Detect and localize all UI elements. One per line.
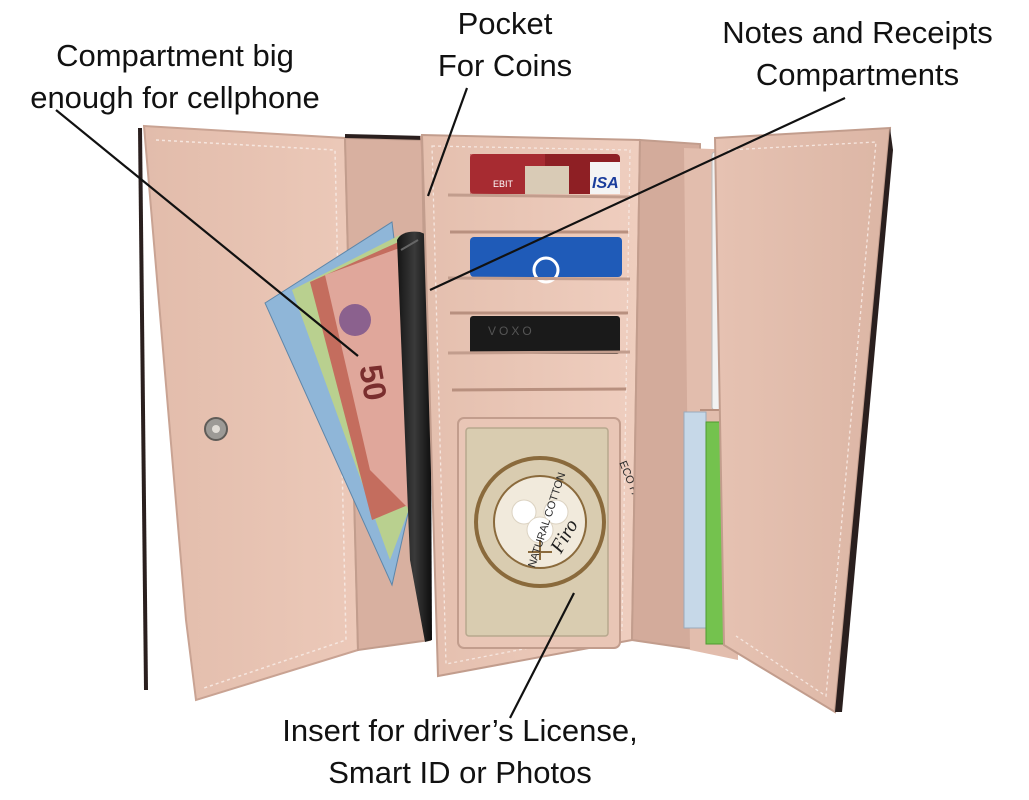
label-notes-line2: Compartments	[755, 57, 960, 92]
black-card: VOXO	[470, 316, 620, 354]
label-license-line1: Insert for driver’s License,	[282, 713, 638, 748]
black-card-text: VOXO	[488, 324, 535, 338]
blue-card	[470, 237, 622, 284]
label-notes-receipts: Notes and Receipts Compartments	[690, 12, 1025, 96]
label-coins-line2: For Coins	[437, 48, 573, 83]
label-license-insert: Insert for driver’s License, Smart ID or…	[210, 710, 710, 794]
label-license-line2: Smart ID or Photos	[328, 755, 592, 790]
debit-card-text: EBIT	[493, 179, 514, 189]
callout-line-license	[509, 592, 575, 719]
right-flap	[713, 126, 893, 714]
snap-button-icon	[204, 417, 228, 441]
callout-line-notes	[429, 97, 846, 291]
label-coin-pocket: Pocket For Coins	[400, 3, 610, 87]
banknote-value: 50	[352, 362, 394, 403]
visa-logo: ISA	[592, 175, 619, 192]
debit-card: EBIT ISA	[470, 154, 620, 194]
label-notes-line1: Notes and Receipts	[722, 15, 993, 50]
callout-line-cellphone	[55, 109, 359, 357]
label-cellphone-compartment: Compartment big enough for cellphone	[10, 35, 340, 119]
label-coins-line1: Pocket	[457, 6, 553, 41]
callout-line-coins	[426, 87, 469, 197]
callout-lines	[55, 87, 846, 719]
left-flap	[138, 124, 360, 702]
id-window: NATURAL COTTON ECO FASHION Firo	[457, 417, 656, 649]
cellphone	[397, 231, 432, 642]
label-cellphone-line2: enough for cellphone	[30, 80, 320, 115]
label-cellphone-line1: Compartment big	[56, 38, 294, 73]
banknotes: 50	[264, 221, 421, 587]
